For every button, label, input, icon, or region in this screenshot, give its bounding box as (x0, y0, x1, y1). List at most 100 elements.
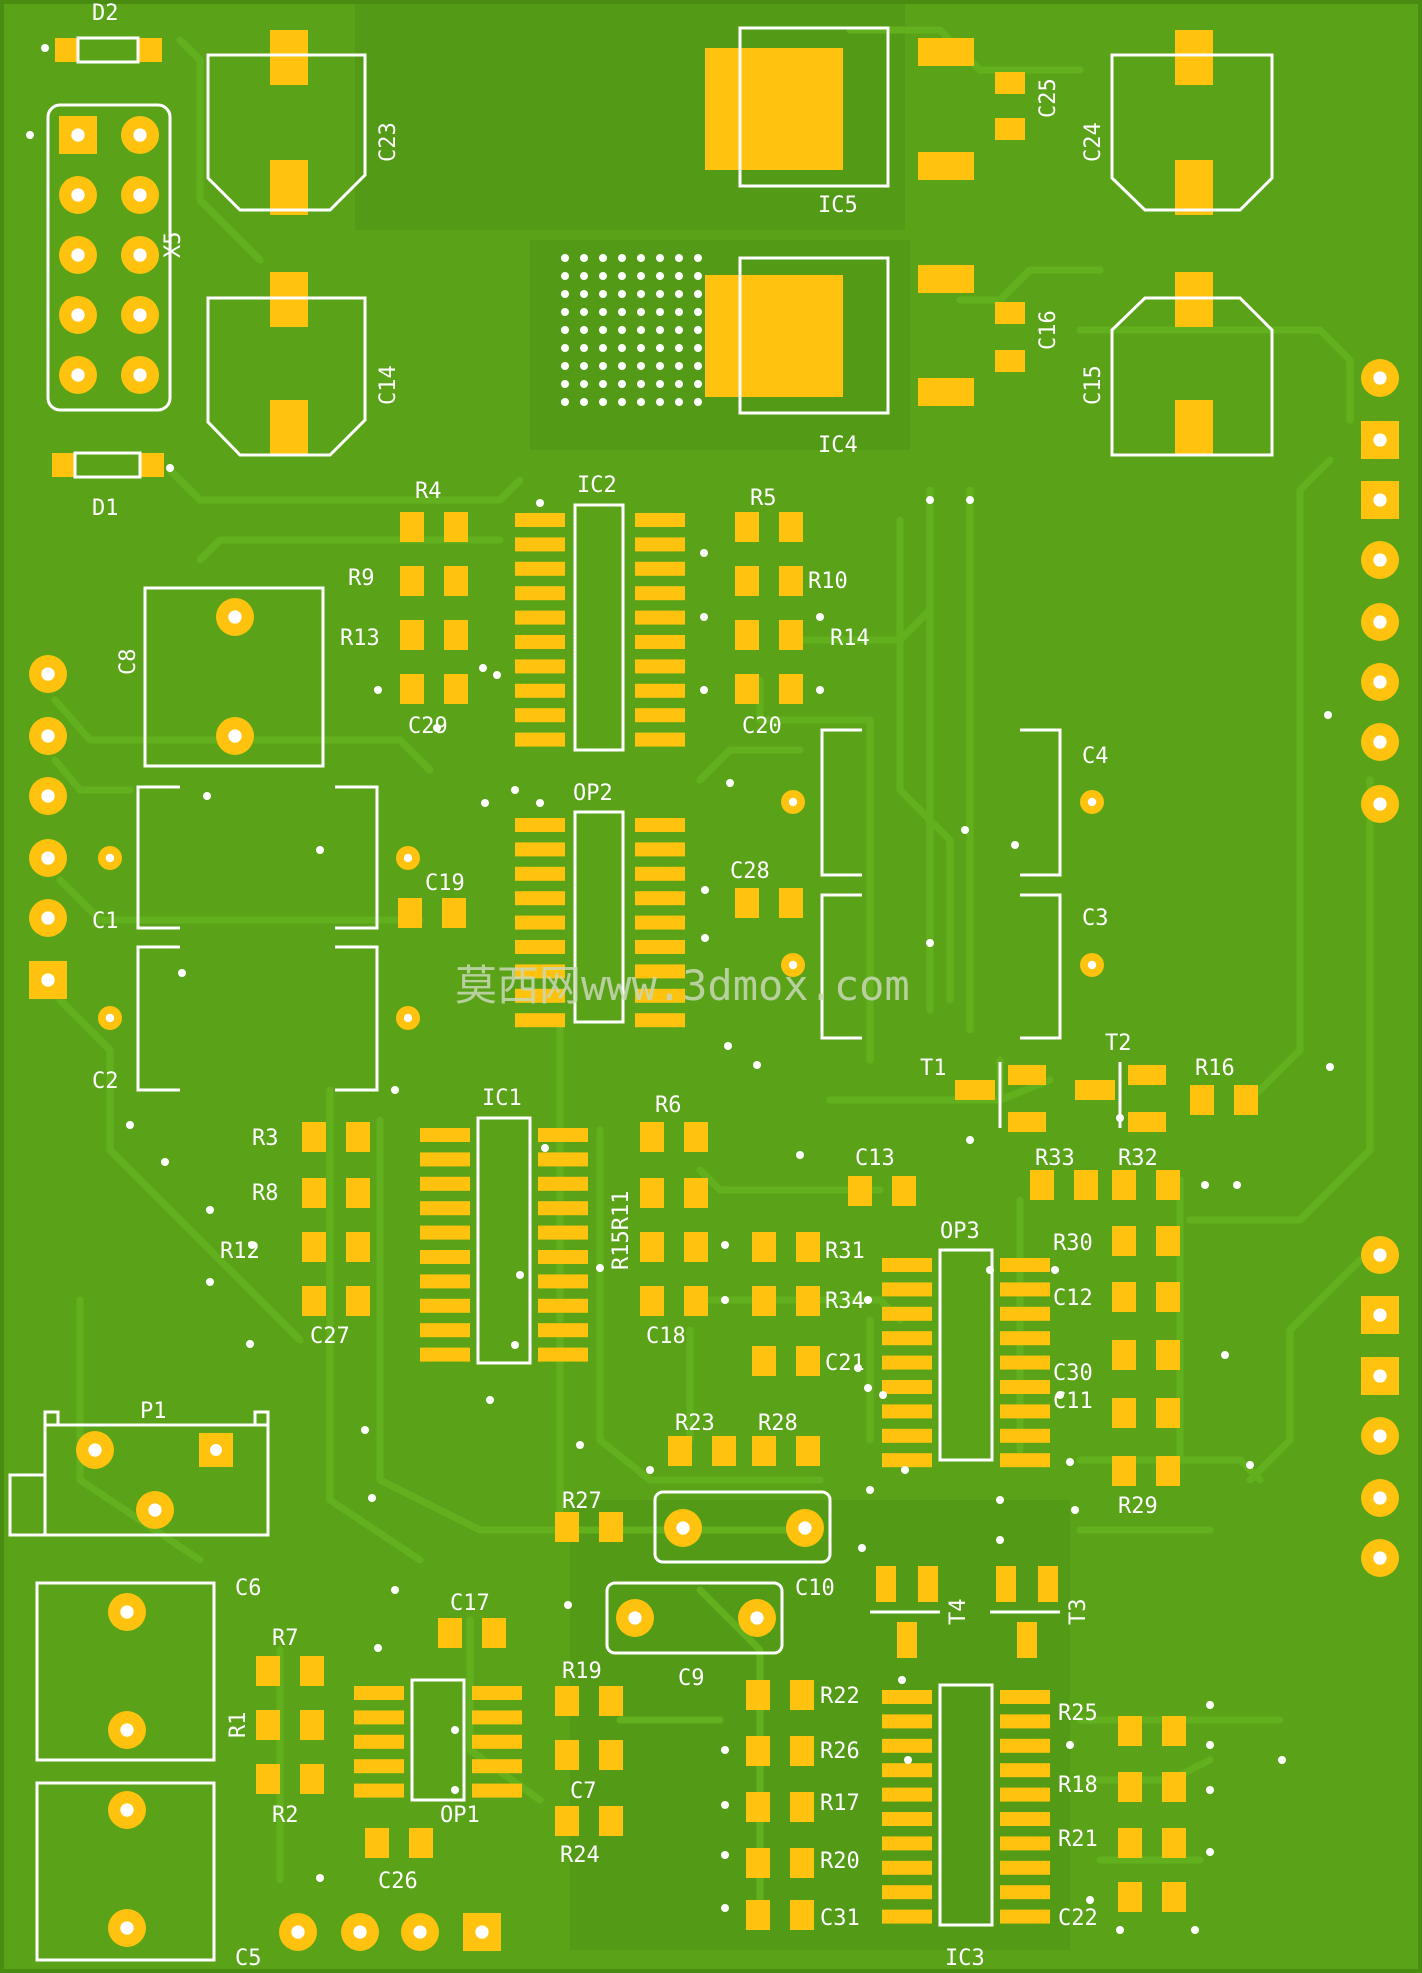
ic3-pin-r8 (1000, 1860, 1050, 1875)
connector-left-pin-5-drill (41, 911, 55, 925)
ic3-pin-r5 (1000, 1787, 1050, 1802)
op3-pin-l2 (882, 1282, 932, 1297)
r8-pad-2 (346, 1178, 370, 1208)
via (656, 290, 664, 298)
via (536, 499, 544, 507)
ic2-pin-l4 (515, 586, 565, 601)
r14-pad-1 (735, 620, 759, 650)
c31-pad-2 (790, 1900, 814, 1930)
r17-pad-2 (790, 1792, 814, 1822)
via (721, 1296, 729, 1304)
smd-pads (52, 30, 1258, 1930)
connector-bottom-row-pin-2-drill (353, 1925, 367, 1939)
r5-pad-1 (735, 512, 759, 542)
t1-pad-3 (1008, 1112, 1046, 1132)
label-c31: C31 (820, 1906, 860, 1931)
c13-pad-2 (892, 1176, 916, 1206)
via (206, 1206, 214, 1214)
c3-outline (820, 893, 1062, 1040)
label-r23: R23 (675, 1411, 715, 1436)
op2-pin-r6 (635, 940, 685, 954)
c7-pad-2 (599, 1740, 623, 1770)
via (316, 846, 324, 854)
op1-pin-r2 (472, 1710, 522, 1725)
label-c4: C4 (1082, 744, 1109, 769)
ic2-pin-r10 (635, 732, 685, 747)
via (166, 464, 174, 472)
label-r5: R5 (750, 486, 777, 511)
via (618, 272, 626, 280)
connector-top-pin-5-drill (1373, 615, 1387, 629)
via (926, 939, 934, 947)
r11-pad-1 (640, 1178, 664, 1208)
c14-outline (206, 296, 367, 457)
ic3-pin-r9 (1000, 1885, 1050, 1900)
op3-pin-r3 (1000, 1306, 1050, 1321)
via (1206, 1701, 1214, 1709)
via (561, 290, 569, 298)
r20-pad-1 (746, 1848, 770, 1878)
t2-pad-3 (1128, 1112, 1166, 1132)
via (1086, 1896, 1094, 1904)
via (966, 1136, 974, 1144)
op2-pin-l1 (515, 818, 565, 832)
ic3-pin-l10 (882, 1909, 932, 1924)
ic5-pad-2 (918, 152, 974, 180)
r9-pad-1 (400, 566, 424, 596)
connector-top-pin-8-drill (1373, 797, 1387, 811)
ic1-pin-r10 (538, 1347, 588, 1362)
r24-pad-2 (599, 1806, 623, 1836)
r1-pad-1 (256, 1710, 280, 1740)
ic3-pin-r7 (1000, 1836, 1050, 1851)
c11-pad-2 (1156, 1398, 1180, 1428)
via (599, 398, 607, 406)
c8-pin-1-drill (228, 610, 242, 624)
op2-pin-l2 (515, 842, 565, 857)
via (1011, 841, 1019, 849)
via (675, 272, 683, 280)
op2-body (573, 810, 625, 1024)
c18-pad-1 (640, 1286, 664, 1316)
label-ic2: IC2 (577, 473, 617, 498)
ic1-pin-r4 (538, 1201, 588, 1216)
via (161, 1158, 169, 1166)
ic2-pin-r3 (635, 561, 685, 576)
via (451, 1786, 459, 1794)
label-ic1: IC1 (482, 1086, 522, 1111)
r7-pad-2 (300, 1656, 324, 1686)
ic1-pin-l9 (420, 1323, 470, 1338)
op3-pin-l8 (882, 1428, 932, 1443)
via (618, 344, 626, 352)
c5-pin-2-drill (120, 1921, 134, 1935)
label-c10: C10 (795, 1576, 835, 1601)
label-r22: R22 (820, 1684, 860, 1709)
via (816, 686, 824, 694)
label-d1: D1 (92, 496, 119, 521)
via (701, 886, 709, 894)
via (1191, 1926, 1199, 1934)
c10-outline (653, 1490, 832, 1564)
op2-pin-r7 (635, 964, 685, 979)
c2-pin-1-drill (105, 1013, 115, 1023)
via (580, 308, 588, 316)
connector-bottom-row-pin-4-drill (475, 1925, 489, 1939)
via (637, 362, 645, 370)
op2-pin-r9 (635, 1013, 685, 1028)
label-c25: C25 (1036, 78, 1061, 118)
ic1-pin-r6 (538, 1250, 588, 1264)
ic1-pin-r1 (538, 1128, 588, 1142)
via (391, 1086, 399, 1094)
label-r26: R26 (820, 1739, 860, 1764)
t2-pad-2 (1128, 1065, 1166, 1085)
c6-outline (35, 1581, 216, 1762)
ic3-pin-l4 (882, 1763, 932, 1778)
via (1056, 1391, 1064, 1399)
via (637, 272, 645, 280)
via (599, 380, 607, 388)
op2-pin-l3 (515, 866, 565, 881)
via (637, 254, 645, 262)
via (599, 254, 607, 262)
ic2-pin-l2 (515, 537, 565, 552)
c19-pad-1 (398, 898, 422, 928)
t1-pad-1 (955, 1080, 995, 1100)
